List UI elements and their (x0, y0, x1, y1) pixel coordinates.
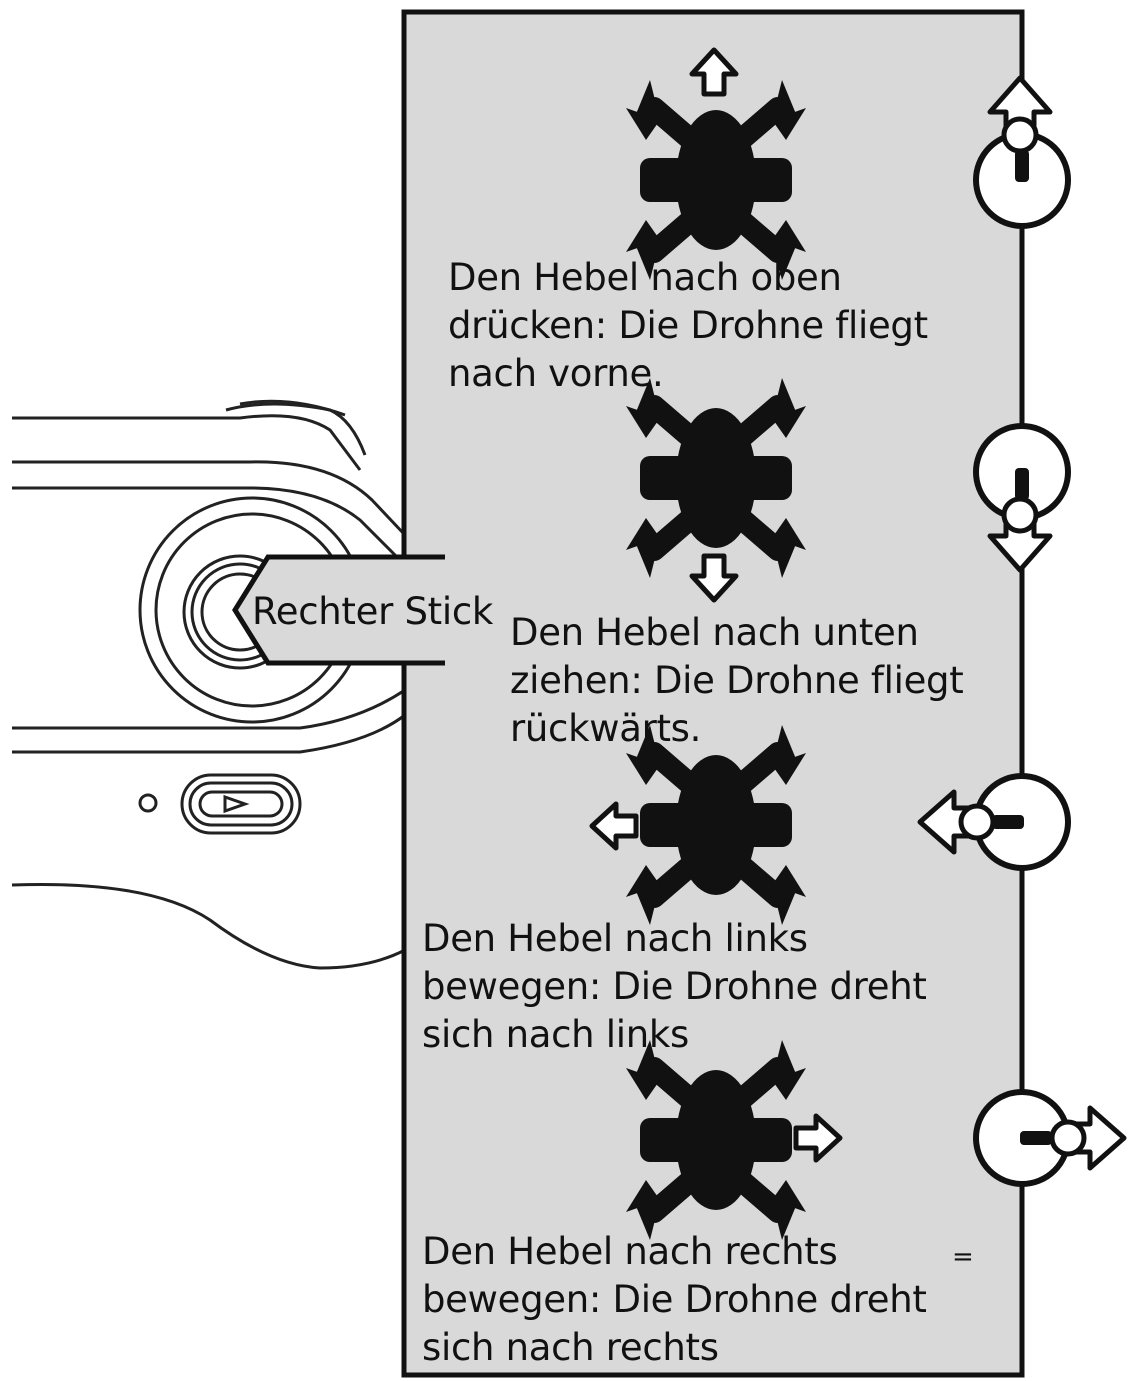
caption-line: Den Hebel nach oben (448, 256, 842, 299)
caption-line: bewegen: Die Drohne dreht (422, 965, 927, 1008)
callout-tag (232, 554, 445, 666)
joystick-icon-forward (976, 78, 1068, 226)
joystick-icon-left (920, 776, 1068, 868)
caption-line: sich nach rechts (422, 1326, 719, 1369)
caption-line: Den Hebel nach links (422, 917, 808, 960)
drone-icon-right (626, 1040, 806, 1240)
drone-icon-forward (626, 80, 806, 280)
caption-left: Den Hebel nach links bewegen: Die Drohne… (422, 915, 927, 1059)
caption-line: Den Hebel nach unten (510, 611, 919, 654)
caption-right: Den Hebel nach rechts bewegen: Die Drohn… (422, 1228, 927, 1372)
joystick-icon-backward (976, 426, 1068, 570)
caption-line: drücken: Die Drohne fliegt (448, 304, 928, 347)
caption-line: bewegen: Die Drohne dreht (422, 1278, 927, 1321)
caption-line: nach vorne. (448, 352, 664, 395)
caption-line: rückwärts. (510, 707, 702, 750)
drone-icon-left (626, 725, 806, 925)
joystick-icon-right (976, 1092, 1124, 1184)
caption-line: sich nach links (422, 1013, 690, 1056)
caption-line: ziehen: Die Drohne fliegt (510, 659, 964, 702)
drone-icon-backward (626, 378, 806, 578)
caption-line: Den Hebel nach rechts (422, 1230, 838, 1273)
stray-mark: = (952, 1242, 974, 1272)
right-stick-label: Rechter Stick (252, 590, 493, 633)
caption-forward: Den Hebel nach oben drücken: Die Drohne … (448, 254, 928, 398)
caption-backward: Den Hebel nach unten ziehen: Die Drohne … (510, 609, 964, 753)
controller-illustration (11, 399, 407, 970)
